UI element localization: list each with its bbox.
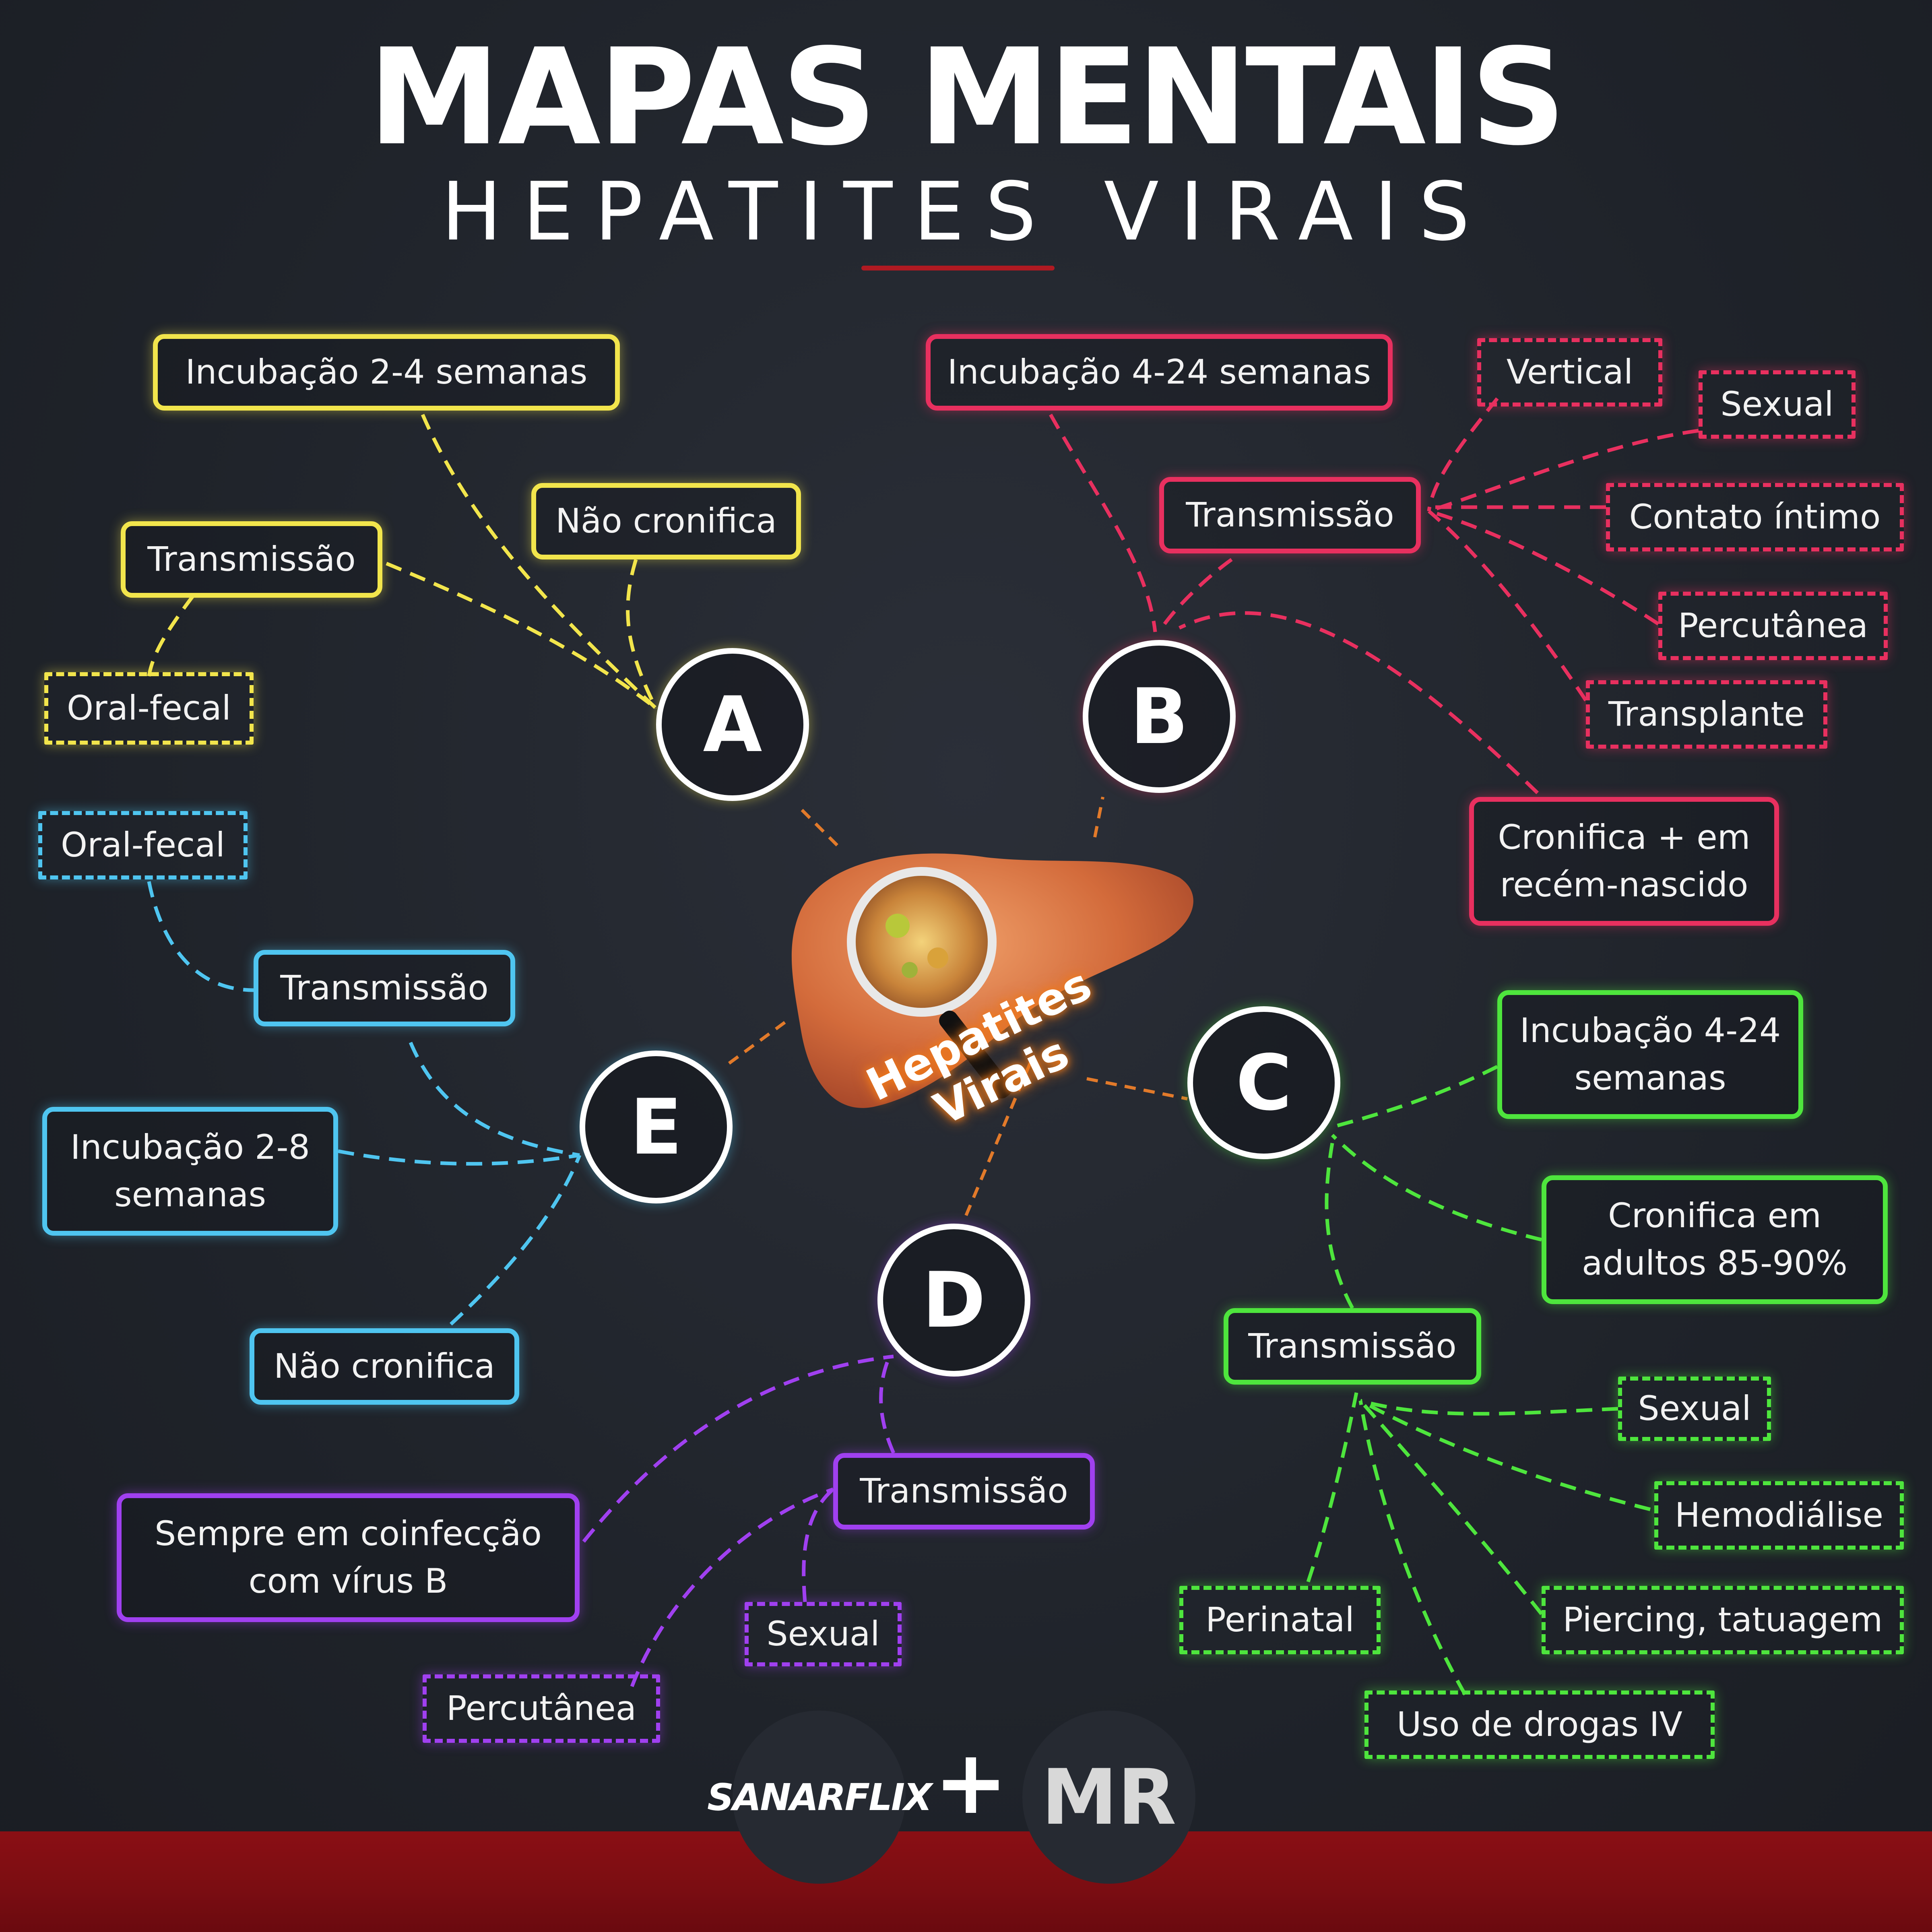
link-b-transmission: [1158, 558, 1233, 633]
page-subtitle: HEPATITES VIRAIS: [441, 165, 1491, 259]
e-transmission-box: Transmissão: [254, 950, 515, 1026]
link-c-chronic: [1331, 1133, 1542, 1242]
a-transmission-box: Transmissão: [121, 521, 382, 598]
b-route-percutaneous: Percutânea: [1658, 592, 1888, 660]
link-a-chronic: [626, 559, 658, 710]
link-b-sexual: [1428, 429, 1699, 513]
link-d-sexual: [802, 1488, 834, 1602]
link-c-incubation: [1331, 1065, 1499, 1129]
c-incubation-box: Incubação 4-24 semanas: [1497, 990, 1803, 1119]
link-d-coinfection: [582, 1354, 894, 1543]
link-center-e: [723, 1021, 786, 1068]
link-b-vertical: [1427, 397, 1499, 512]
link-b-incubation: [1049, 413, 1157, 632]
b-transmission-box: Transmissão: [1159, 477, 1421, 553]
a-chronic-box: Não cronifica: [531, 483, 801, 559]
sanarflix-logo: SANARFLIX: [707, 1711, 932, 1884]
footer-band: [0, 1831, 1932, 1932]
mr-logo: MR: [1022, 1711, 1195, 1884]
c-route-piercing: Piercing, tatuagem: [1542, 1586, 1904, 1654]
link-b-chronic: [1179, 611, 1539, 795]
d-coinfection-box: Sempre em coinfecção com vírus B: [117, 1493, 580, 1622]
link-c-sexual: [1360, 1399, 1618, 1416]
hepatitis-d-node[interactable]: D: [877, 1224, 1030, 1377]
liver-icon: [791, 853, 1193, 1108]
hepatitis-b-node[interactable]: B: [1083, 640, 1236, 793]
hepatitis-a-node[interactable]: A: [656, 648, 809, 801]
b-route-contact: Contato íntimo: [1606, 483, 1904, 551]
link-a-incubation: [421, 414, 658, 710]
c-route-perinatal: Perinatal: [1179, 1586, 1381, 1654]
link-e-chronic: [449, 1154, 582, 1326]
c-route-drugs: Uso de drogas IV: [1364, 1690, 1715, 1759]
b-route-transplant: Transplante: [1586, 680, 1827, 749]
link-center-b: [1093, 797, 1104, 838]
e-chronic-box: Não cronifica: [250, 1328, 519, 1405]
c-route-hemodialysis: Hemodiálise: [1654, 1481, 1904, 1550]
a-incubation-box: Incubação 2-4 semanas: [153, 334, 620, 411]
link-c-piercing: [1359, 1399, 1543, 1615]
link-c-transmission: [1325, 1143, 1354, 1309]
e-incubation-box: Incubação 2-8 semanas: [42, 1107, 338, 1236]
e-route-oral-fecal: Oral-fecal: [38, 811, 248, 879]
b-chronic-box: Cronifica + em recém-nascido: [1469, 797, 1779, 926]
hepatitis-c-node[interactable]: C: [1187, 1006, 1340, 1159]
link-center-d: [964, 1062, 1032, 1216]
page-title: MAPAS MENTAIS: [368, 20, 1567, 175]
link-center-a: [800, 808, 838, 846]
b-route-vertical: Vertical: [1477, 338, 1662, 407]
link-a-transmission: [386, 561, 657, 710]
link-c-perinatal: [1306, 1392, 1358, 1583]
link-e-route: [147, 881, 254, 992]
link-c-hemo: [1359, 1399, 1651, 1511]
link-b-transplant: [1428, 510, 1587, 702]
link-e-transmission: [409, 1042, 580, 1157]
d-route-percutaneous: Percutânea: [423, 1674, 660, 1743]
hepatitis-e-node[interactable]: E: [580, 1051, 733, 1203]
link-d-transmission: [879, 1356, 896, 1454]
link-d-percutaneous: [630, 1487, 834, 1687]
d-route-sexual: Sexual: [745, 1602, 902, 1666]
a-route-oral-fecal: Oral-fecal: [44, 672, 254, 745]
c-chronic-box: Cronifica em adultos 85-90%: [1542, 1175, 1888, 1304]
b-incubation-box: Incubação 4-24 semanas: [926, 334, 1393, 411]
link-e-incubation: [338, 1149, 580, 1166]
c-route-sexual: Sexual: [1618, 1377, 1771, 1441]
plus-sign: +: [934, 1731, 1008, 1834]
link-c-drugs: [1358, 1400, 1467, 1696]
link-center-c: [1086, 1077, 1188, 1100]
subtitle-underline: [861, 266, 1055, 270]
link-b-percutaneous: [1428, 509, 1660, 625]
b-route-sexual: Sexual: [1699, 370, 1856, 439]
c-transmission-box: Transmissão: [1224, 1308, 1481, 1385]
link-a-route: [147, 594, 195, 677]
d-transmission-box: Transmissão: [833, 1453, 1095, 1530]
